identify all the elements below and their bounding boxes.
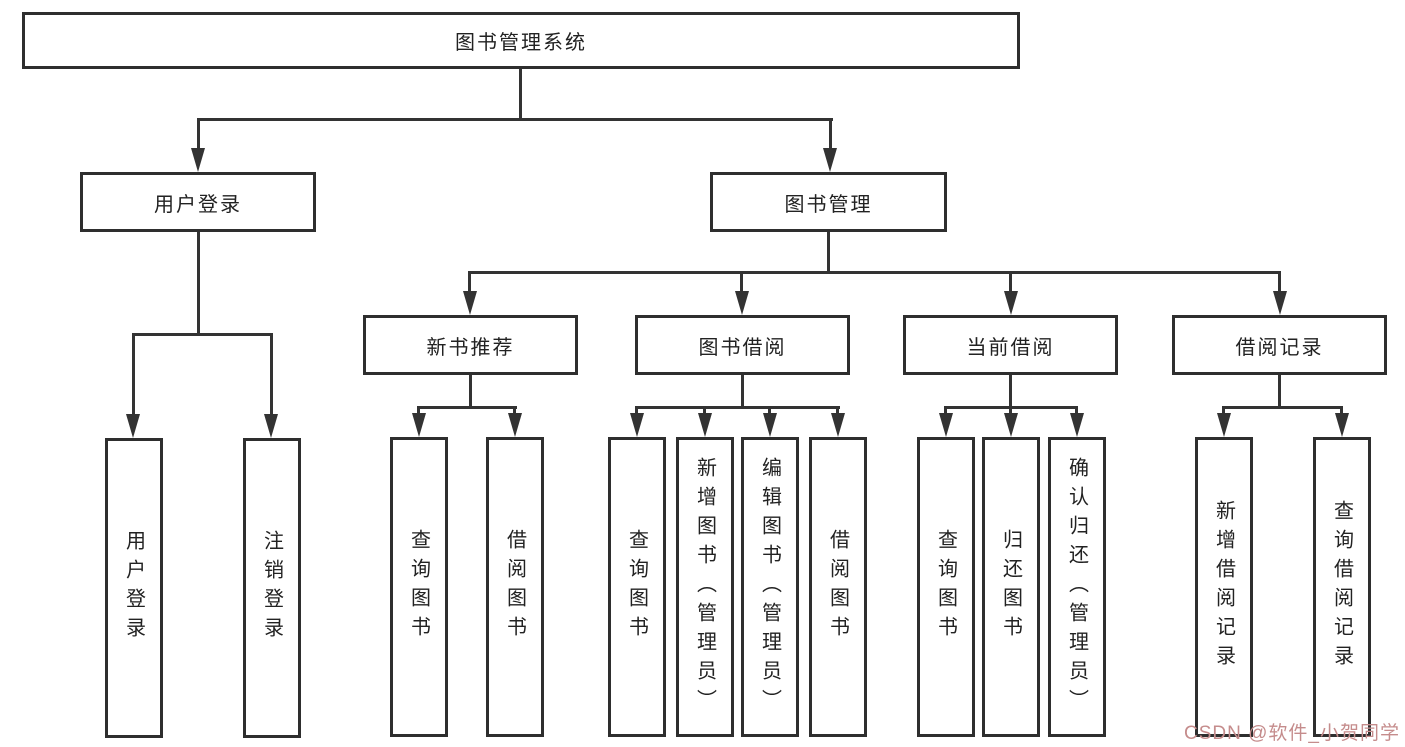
arrowhead-rec-query (412, 413, 426, 437)
connector-drop-leaf-logout (270, 333, 273, 416)
arrowhead-book-borrow (735, 291, 749, 315)
node-root-label: 图书管理系统 (455, 32, 587, 54)
connector-new-book-rec-stem (469, 375, 472, 408)
node-book-borrow: 图书借阅 (635, 315, 850, 375)
connector-drop-br-add (1222, 406, 1225, 415)
arrowhead-br-add (1217, 413, 1231, 437)
connector-book-borrow-split (635, 406, 840, 409)
arrowhead-bb-edit (763, 413, 777, 437)
node-leaf-bb-edit-books-admin: 编辑图书（管理员） (741, 437, 799, 737)
node-borrow-records: 借阅记录 (1172, 315, 1387, 375)
arrowhead-new-book-rec (463, 291, 477, 315)
connector-drop-bb-borrow (836, 406, 839, 415)
node-current-borrow: 当前借阅 (903, 315, 1118, 375)
arrowhead-rec-borrow (508, 413, 522, 437)
arrowhead-bb-add (698, 413, 712, 437)
node-leaf-cb-query-books-label: 查询图书 (934, 529, 957, 645)
arrowhead-book-mgmt (823, 148, 837, 172)
arrowhead-current-borrow (1004, 291, 1018, 315)
node-leaf-logout-label: 注销登录 (260, 530, 283, 646)
node-new-book-rec: 新书推荐 (363, 315, 578, 375)
node-current-borrow-label: 当前借阅 (966, 336, 1055, 359)
arrowhead-bb-borrow (831, 413, 845, 437)
connector-root-split (197, 118, 833, 121)
node-borrow-records-label: 借阅记录 (1235, 336, 1324, 359)
node-leaf-bb-edit-books-admin-label: 编辑图书（管理员） (758, 456, 781, 718)
connector-drop-bb-query (635, 406, 638, 415)
node-user-login-label: 用户登录 (154, 193, 242, 216)
arrowhead-borrow-records (1273, 291, 1287, 315)
arrowhead-br-query (1335, 413, 1349, 437)
node-root: 图书管理系统 (22, 12, 1020, 69)
node-leaf-rec-borrow-books-label: 借阅图书 (503, 529, 526, 645)
node-new-book-rec-label: 新书推荐 (426, 336, 515, 359)
connector-drop-borrow-records (1278, 271, 1281, 293)
connector-drop-bb-edit (768, 406, 771, 415)
node-leaf-bb-add-books-admin: 新增图书（管理员） (676, 437, 734, 737)
connector-drop-cb-return (1009, 406, 1012, 415)
connector-new-book-rec-split (417, 406, 517, 409)
arrowhead-bb-query (630, 413, 644, 437)
node-book-borrow-label: 图书借阅 (698, 336, 787, 359)
arrowhead-leaf-user-login (126, 414, 140, 438)
node-leaf-bb-borrow-books-label: 借阅图书 (826, 529, 849, 645)
node-leaf-cb-return-books-label: 归还图书 (999, 529, 1022, 645)
node-leaf-br-add-record-label: 新增借阅记录 (1212, 500, 1235, 674)
connector-root-stem (519, 69, 522, 121)
connector-user-login-stem (197, 232, 200, 335)
node-leaf-user-login: 用户登录 (105, 438, 163, 738)
csdn-watermark: CSDN @软件_小贺同学 (1184, 723, 1400, 744)
node-leaf-rec-borrow-books: 借阅图书 (486, 437, 544, 737)
node-leaf-bb-add-books-admin-label: 新增图书（管理员） (693, 456, 716, 718)
connector-book-borrow-stem (741, 375, 744, 408)
arrowhead-cb-return (1004, 413, 1018, 437)
node-leaf-logout: 注销登录 (243, 438, 301, 738)
connector-drop-user-login (197, 118, 200, 154)
arrowhead-leaf-logout (264, 414, 278, 438)
node-leaf-user-login-label: 用户登录 (122, 530, 145, 646)
connector-drop-leaf-user-login (132, 333, 135, 416)
connector-drop-rec-query (417, 406, 420, 415)
connector-drop-book-borrow (740, 271, 743, 293)
connector-drop-cb-query (944, 406, 947, 415)
node-leaf-cb-return-books: 归还图书 (982, 437, 1040, 737)
connector-drop-current-borrow (1009, 271, 1012, 293)
connector-book-mgmt-split (468, 271, 1281, 274)
node-leaf-cb-confirm-return-admin-label: 确认归还（管理员） (1065, 456, 1088, 718)
node-leaf-cb-confirm-return-admin: 确认归还（管理员） (1048, 437, 1106, 737)
node-leaf-bb-query-books-label: 查询图书 (625, 529, 648, 645)
connector-drop-cb-confirm (1075, 406, 1078, 415)
connector-book-mgmt-stem (827, 232, 830, 273)
connector-drop-rec-borrow (513, 406, 516, 415)
arrowhead-cb-query (939, 413, 953, 437)
connector-drop-book-mgmt (829, 118, 832, 154)
connector-user-login-split (132, 333, 273, 336)
connector-drop-br-query (1340, 406, 1343, 415)
node-leaf-cb-query-books: 查询图书 (917, 437, 975, 737)
node-leaf-bb-borrow-books: 借阅图书 (809, 437, 867, 737)
node-book-mgmt: 图书管理 (710, 172, 947, 232)
arrowhead-user-login (191, 148, 205, 172)
connector-drop-bb-add (703, 406, 706, 415)
node-leaf-rec-query-books: 查询图书 (390, 437, 448, 737)
connector-borrow-records-stem (1278, 375, 1281, 408)
node-leaf-br-query-record-label: 查询借阅记录 (1330, 500, 1353, 674)
connector-current-borrow-stem (1009, 375, 1012, 408)
node-leaf-br-add-record: 新增借阅记录 (1195, 437, 1253, 737)
arrowhead-cb-confirm (1070, 413, 1084, 437)
node-leaf-br-query-record: 查询借阅记录 (1313, 437, 1371, 737)
connector-borrow-records-split (1222, 406, 1343, 409)
node-book-mgmt-label: 图书管理 (784, 193, 873, 216)
node-leaf-rec-query-books-label: 查询图书 (407, 529, 430, 645)
connector-drop-new-book-rec (468, 271, 471, 293)
node-user-login: 用户登录 (80, 172, 316, 232)
node-leaf-bb-query-books: 查询图书 (608, 437, 666, 737)
